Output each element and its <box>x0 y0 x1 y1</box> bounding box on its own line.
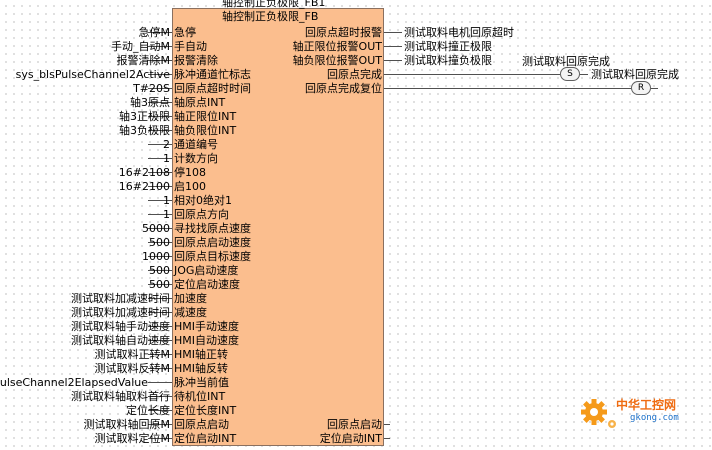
input-arg[interactable]: 16#2108 <box>118 166 170 179</box>
input-arg[interactable]: 500 <box>149 278 170 291</box>
fb-input-pin: 定位启动INT <box>174 432 237 445</box>
input-arg[interactable]: 测试取料加减速时间 <box>71 306 170 319</box>
output-arg[interactable]: 测试取料电机回原超时 <box>404 26 514 39</box>
input-arg[interactable]: 500 <box>149 236 170 249</box>
watermark-title: 中华工控网 <box>616 398 677 412</box>
fb-instance-title: 轴控制正负极限_FB1 <box>222 0 326 9</box>
fb-input-pin: HMI轴反转 <box>174 362 229 375</box>
fb-input-pin: 急停 <box>174 26 196 39</box>
fb-inout-pin: 定位启动INT <box>319 432 382 445</box>
input-arg[interactable]: 测试取料正转M <box>94 348 171 361</box>
fb-input-pin: 脉冲当前值 <box>174 376 229 389</box>
fb-input-pin: 回原点目标速度 <box>174 250 251 263</box>
input-arg[interactable]: diPulseChannel2ElapsedValue <box>0 376 148 389</box>
input-arg[interactable]: 16#2100 <box>118 180 170 193</box>
fb-input-pin: 回原点启动速度 <box>174 236 251 249</box>
input-arg[interactable]: 1 <box>163 194 170 207</box>
fb-output-pin: 回原点完成复位 <box>305 82 382 95</box>
fb-input-pin: 通道编号 <box>174 138 218 151</box>
reset-coil[interactable]: R <box>631 81 651 95</box>
output-arg[interactable]: 测试取料撞正极限 <box>404 40 492 53</box>
fb-output-pin: 回原点完成 <box>327 68 382 81</box>
input-arg[interactable]: 测试取料轴自动速度 <box>71 334 170 347</box>
fb-input-pin: JOG启动速度 <box>174 264 239 277</box>
fb-input-pin: 回原点方向 <box>174 208 229 221</box>
input-arg[interactable]: T#20S <box>133 82 170 95</box>
fb-input-pin: 减速度 <box>174 306 207 319</box>
input-arg[interactable]: 1000 <box>142 250 170 263</box>
input-arg[interactable]: 测试取料轴回原M <box>83 418 171 431</box>
fb-input-pin: 待机位INT <box>174 390 226 403</box>
fb-input-pin: 手自动 <box>174 40 207 53</box>
input-arg[interactable]: 手动_自动M <box>111 40 170 53</box>
input-arg[interactable]: 测试取料定位M <box>94 432 171 445</box>
fb-input-pin: 加速度 <box>174 292 207 305</box>
input-arg[interactable]: sys_blsPulseChannel2Active <box>15 68 170 81</box>
input-arg[interactable]: 急停M <box>138 26 171 39</box>
input-arg[interactable]: 测试取料轴取料首行 <box>71 390 170 403</box>
input-arg[interactable]: 2 <box>163 138 170 151</box>
fb-type-name: 轴控制正负极限_FB <box>222 10 319 23</box>
fb-input-pin: HMI自动速度 <box>174 334 240 347</box>
fb-input-pin: HMI轴正转 <box>174 348 229 361</box>
fb-inout-pin: 回原点启动 <box>327 418 382 431</box>
output-arg[interactable]: 测试取料撞负极限 <box>404 54 492 67</box>
fb-input-pin: 回原点启动 <box>174 418 229 431</box>
input-arg[interactable]: 轴3原点 <box>130 96 170 109</box>
fb-input-pin: 脉冲通道忙标志 <box>174 68 251 81</box>
fb-input-pin: 定位长度INT <box>174 404 237 417</box>
fb-input-pin: 轴负限位INT <box>174 124 237 137</box>
fb-input-pin: 轴原点INT <box>174 96 226 109</box>
fb-input-pin: 启100 <box>174 180 206 193</box>
input-arg[interactable]: 轴3正极限 <box>119 110 170 123</box>
fb-output-pin: 轴正限位报警OUT <box>292 40 382 53</box>
set-coil[interactable]: S <box>560 67 580 81</box>
fb-input-pin: 寻找找原点速度 <box>174 222 251 235</box>
fb-input-pin: HMI手动速度 <box>174 320 240 333</box>
fb-input-pin: 报警清除 <box>174 54 218 67</box>
coil-s-variable[interactable]: 测试取料回原完成 <box>522 55 610 68</box>
watermark-url: gkong.com <box>630 413 679 423</box>
fb-input-pin: 定位启动速度 <box>174 278 240 291</box>
input-arg[interactable]: 测试取料加减速时间 <box>71 292 170 305</box>
fb-input-pin: 相对0绝对1 <box>174 194 232 207</box>
input-arg[interactable]: 报警清除M <box>116 54 171 67</box>
fb-output-pin: 回原点超时报警 <box>305 26 382 39</box>
input-arg[interactable]: 5000 <box>142 222 170 235</box>
gear-logo-icon <box>581 399 616 428</box>
input-arg[interactable]: 定位长度 <box>126 404 170 417</box>
fb-input-pin: 轴正限位INT <box>174 110 237 123</box>
input-arg[interactable]: 1 <box>163 152 170 165</box>
coil-s-label: 测试取料回原完成 <box>591 68 679 81</box>
fb-input-pin: 计数方向 <box>174 152 218 165</box>
input-arg[interactable]: 1 <box>163 208 170 221</box>
input-arg[interactable]: 测试取料轴手动速度 <box>71 320 170 333</box>
function-block[interactable] <box>172 8 384 446</box>
fb-input-pin: 回原点超时时间 <box>174 82 251 95</box>
input-arg[interactable]: 测试取料反转M <box>94 362 171 375</box>
input-arg[interactable]: 轴3负极限 <box>119 124 170 137</box>
fb-output-pin: 轴负限位报警OUT <box>292 54 382 67</box>
input-arg[interactable]: 500 <box>149 264 170 277</box>
fb-input-pin: 停108 <box>174 166 206 179</box>
